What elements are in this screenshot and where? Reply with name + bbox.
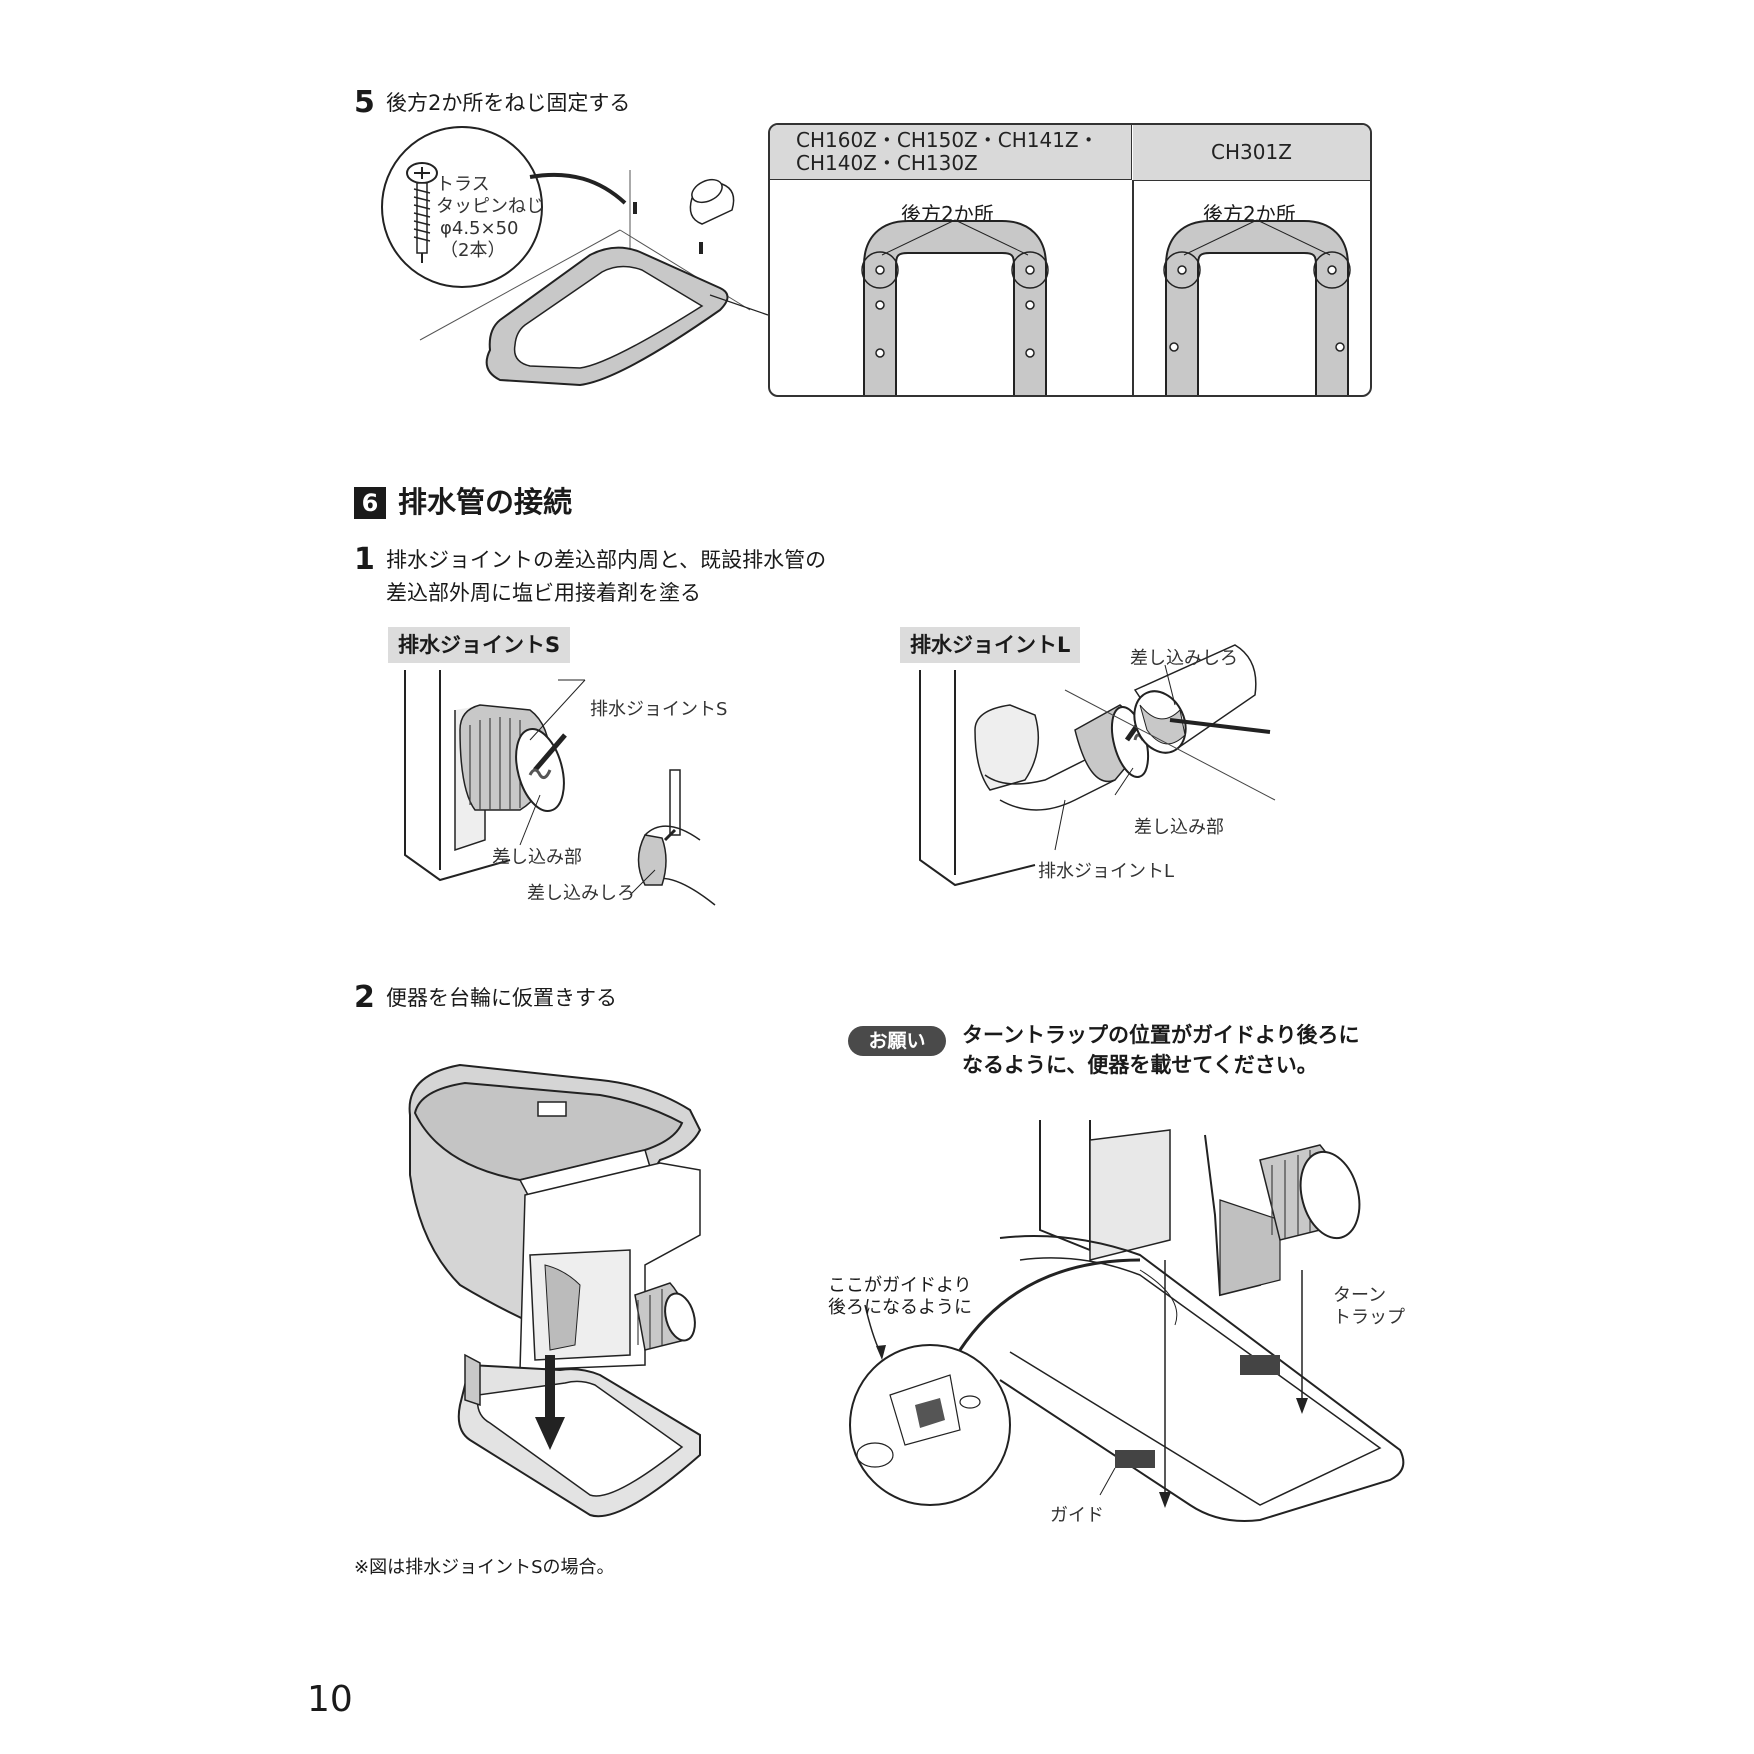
table-divider	[1132, 180, 1134, 395]
onegai-line1: ターントラップの位置がガイドより後ろに	[962, 1023, 1360, 1047]
section6-badge: 6	[354, 487, 386, 519]
table-header-col1: CH160Z・CH150Z・CH141Z・ CH140Z・CH130Z	[770, 125, 1132, 180]
turntrap-label-line2: トラップ	[1333, 1307, 1405, 1328]
screw-label-line3: φ4.5×50	[440, 218, 519, 239]
step2-number: 2	[354, 980, 375, 1015]
screw-label-line4: （2本）	[440, 240, 506, 261]
toilet-illustration	[408, 1063, 702, 1518]
table-header-col2: CH301Z	[1133, 125, 1370, 181]
figure-note: ※図は排水ジョイントSの場合。	[354, 1557, 615, 1578]
joint-l-label-insert: 差し込み部	[1134, 817, 1224, 838]
step1-line1: 排水ジョイントの差込部内周と、既設排水管の	[386, 548, 827, 572]
table-header-col1-line2: CH140Z・CH130Z	[796, 151, 978, 175]
joint-l-heading: 排水ジョイントL	[900, 627, 1081, 663]
joint-s-label-joint: 排水ジョイントS	[590, 699, 728, 720]
joint-l-label-joint: 排水ジョイントL	[1038, 861, 1175, 882]
screw-callout-illustration	[381, 126, 627, 288]
u-bracket-illustration-left	[861, 219, 1049, 395]
step1-line2: 差込部外周に塩ビ用接着剤を塗る	[386, 581, 701, 605]
joint-s-label-margin: 差し込みしろ	[527, 883, 635, 904]
onegai-line2: なるように、便器を載せてください。	[962, 1053, 1318, 1077]
callout-line1: ここがガイドより	[828, 1275, 972, 1296]
guide-label: ガイド	[1050, 1505, 1104, 1526]
step2-text: 便器を台輪に仮置きする	[386, 986, 617, 1010]
base-ring-illustration	[419, 170, 751, 387]
model-table: CH160Z・CH150Z・CH141Z・ CH140Z・CH130Z CH30…	[768, 123, 1372, 397]
section6-title: 排水管の接続	[398, 485, 573, 519]
page-number: 10	[307, 1679, 353, 1720]
joint-l-illustration	[919, 644, 1276, 887]
step5-number: 5	[354, 85, 375, 120]
callout-line2: 後ろになるように	[828, 1297, 972, 1318]
table-header-col1-line1: CH160Z・CH150Z・CH141Z・	[796, 128, 1099, 152]
joint-s-illustration	[404, 670, 716, 906]
onegai-badge: お願い	[848, 1026, 946, 1056]
guide-detail-illustration	[849, 1120, 1405, 1522]
turntrap-label-line1: ターン	[1333, 1285, 1387, 1306]
step5-text: 後方2か所をねじ固定する	[386, 91, 631, 115]
joint-s-label-insert: 差し込み部	[492, 847, 582, 868]
u-bracket-illustration-right	[1163, 219, 1351, 395]
screw-label-line2: タッピンねじ	[436, 196, 544, 217]
screw-label-line1: トラス	[436, 174, 490, 195]
joint-s-heading: 排水ジョイントS	[388, 627, 571, 663]
callout-leader	[709, 294, 769, 316]
joint-l-label-margin: 差し込みしろ	[1130, 648, 1238, 669]
step1-number: 1	[354, 542, 375, 577]
